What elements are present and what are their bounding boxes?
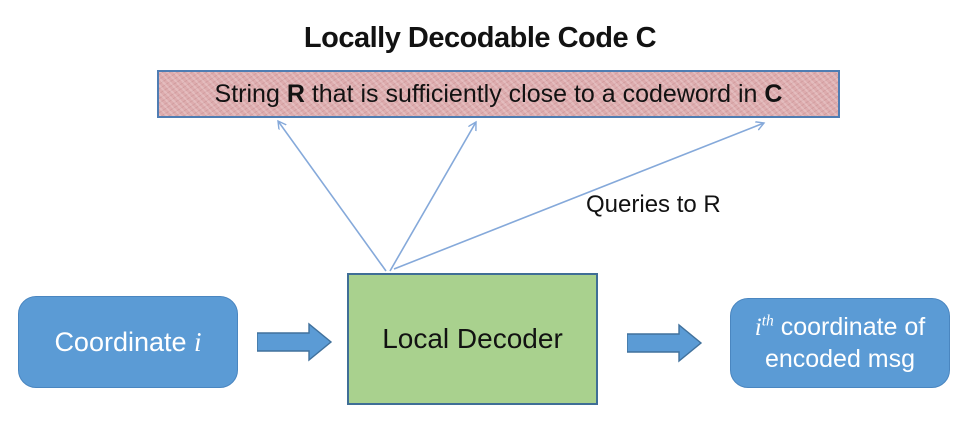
string-r-text-bold-r: R	[286, 79, 305, 108]
coordinate-input-label: Coordinate i	[54, 327, 201, 358]
query-arrow-middle-icon	[389, 122, 476, 272]
output-sup-th: th	[761, 312, 774, 330]
output-coordinate-label: ith coordinate of encoded msg	[755, 312, 926, 374]
queries-to-r-label: Queries to R	[586, 191, 721, 218]
page-title: Locally Decodable Code C	[303, 22, 657, 54]
output-var-i: i	[754, 314, 762, 341]
string-r-text: String R that is sufficiently close to a…	[215, 80, 783, 109]
string-r-text-bold-c: C	[764, 79, 783, 108]
output-flow-arrow-icon	[627, 323, 703, 363]
local-decoder-box: Local Decoder	[347, 273, 598, 405]
string-r-box: String R that is sufficiently close to a…	[157, 70, 840, 118]
local-decoder-label: Local Decoder	[382, 323, 563, 354]
coordinate-input-box: Coordinate i	[18, 296, 238, 388]
output-line2: encoded msg	[764, 344, 916, 373]
string-r-text-part2: that is sufficiently close to a codeword…	[304, 79, 765, 108]
output-line1-rest: coordinate of	[773, 313, 926, 341]
query-arrow-left-icon	[278, 121, 387, 272]
input-flow-arrow-icon	[257, 322, 333, 362]
coordinate-input-text: Coordinate	[54, 326, 195, 357]
string-r-text-part1: String	[214, 79, 287, 108]
output-coordinate-box: ith coordinate of encoded msg	[730, 298, 950, 388]
coordinate-var-i: i	[194, 326, 202, 357]
